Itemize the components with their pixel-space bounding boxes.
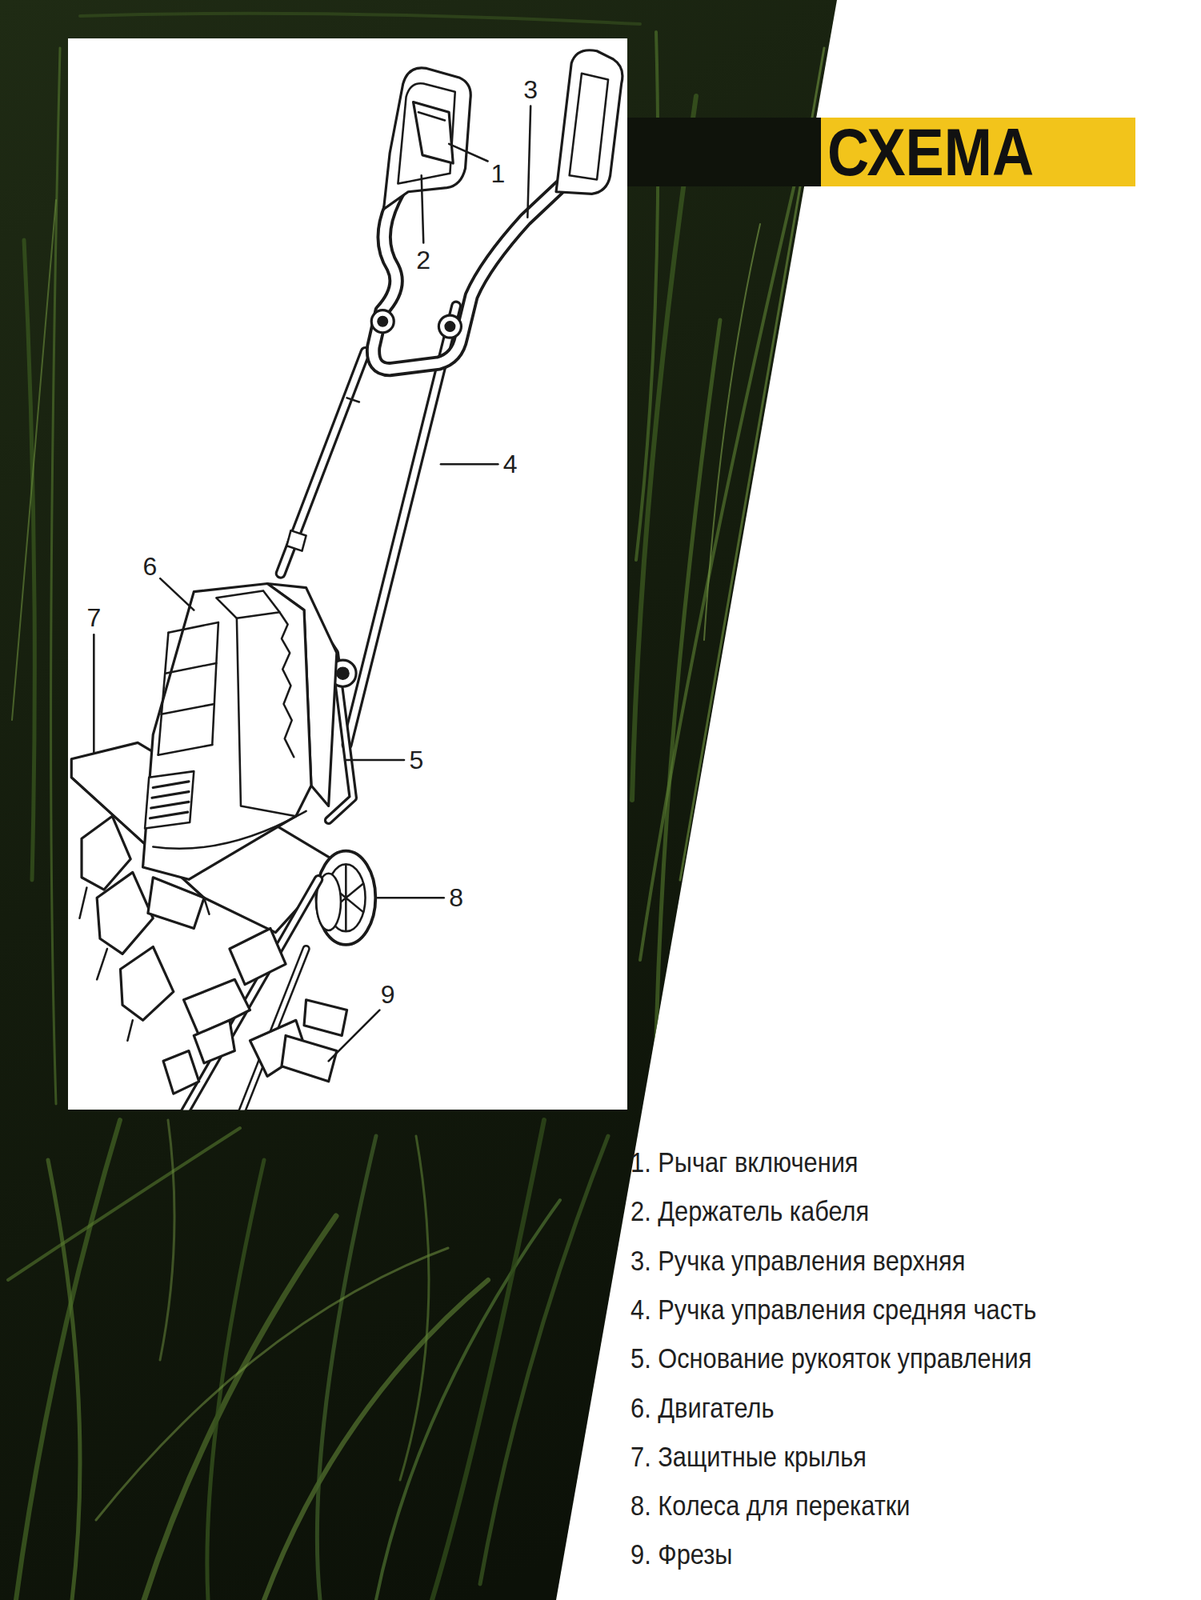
banner-dark: [627, 117, 823, 187]
banner-title: СХЕМА: [827, 117, 1034, 187]
part-list-item: 7. Защитные крылья: [630, 1441, 867, 1474]
callout-number: 5: [408, 746, 424, 774]
drawing-panel: [68, 38, 628, 1110]
callout-number: 7: [86, 604, 101, 632]
part-list-item: 6. Двигатель: [630, 1392, 775, 1425]
part-list-item: 1. Рычаг включения: [630, 1146, 859, 1179]
callout-number: 2: [416, 246, 431, 274]
part-list-item: 9. Фрезы: [630, 1538, 733, 1571]
part-list-item: 2. Держатель кабеля: [630, 1195, 869, 1228]
tiller-drawing: [71, 50, 623, 1111]
callout-number: 8: [448, 884, 464, 912]
banner-yellow: [820, 117, 1136, 187]
part-list-item: 3. Ручка управления верхняя: [630, 1245, 965, 1278]
callout-number: 1: [490, 160, 505, 188]
callout-number: 3: [523, 76, 538, 104]
part-list-item: 4. Ручка управления средняя часть: [630, 1293, 1037, 1326]
callout-number: 9: [380, 980, 396, 1009]
part-list-item: 5. Основание рукояток управления: [630, 1342, 1033, 1375]
part-list-item: 8. Колеса для перекатки: [630, 1489, 910, 1522]
callout-number: 4: [503, 450, 518, 478]
callout-number: 6: [143, 552, 158, 581]
